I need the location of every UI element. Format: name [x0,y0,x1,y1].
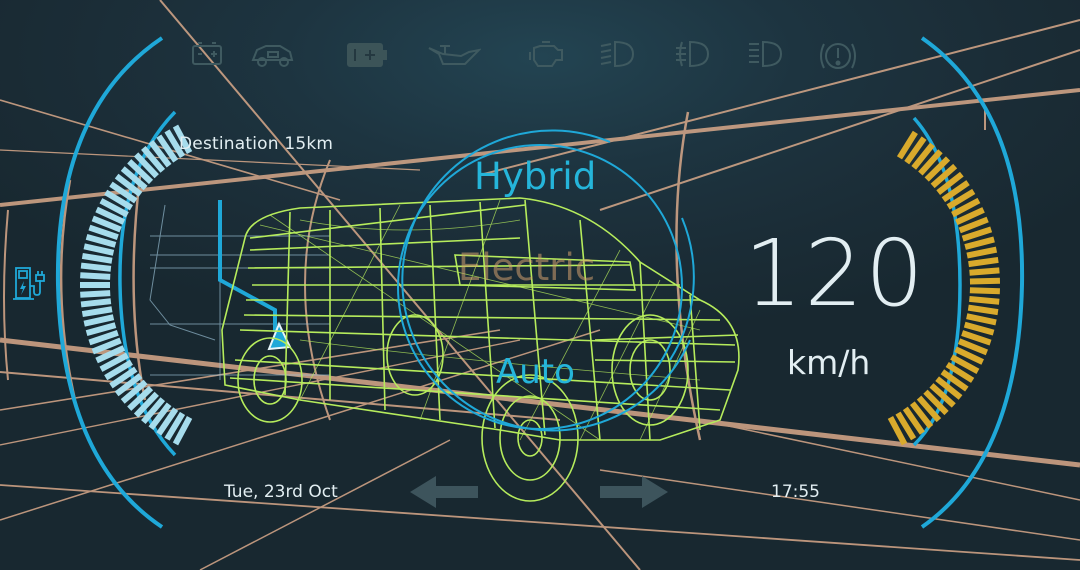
battery-icon [192,42,222,65]
high-beam-icon [749,40,783,68]
check-engine-icon [529,41,563,67]
arrow-right-icon[interactable] [598,474,670,510]
speed-unit: km/h [787,343,871,382]
drive-mode-electric[interactable]: Electric [458,246,596,289]
date-display: Tue, 23rd Oct [224,482,338,502]
car-service-icon [251,45,294,67]
speed-value: 120 [744,220,926,327]
ev-battery-icon [347,43,387,67]
arrow-left-icon[interactable] [408,474,480,510]
drive-mode-auto[interactable]: Auto [496,352,575,392]
fog-light-icon [676,40,710,68]
clock-display: 17:55 [771,482,820,502]
charging-station-icon [13,267,45,300]
destination-distance: Destination 15km [179,134,334,154]
low-beam-icon [600,40,635,68]
brake-warning-icon [820,43,856,69]
drive-mode-hybrid[interactable]: Hybrid [474,155,597,198]
oil-pressure-icon [428,45,481,65]
